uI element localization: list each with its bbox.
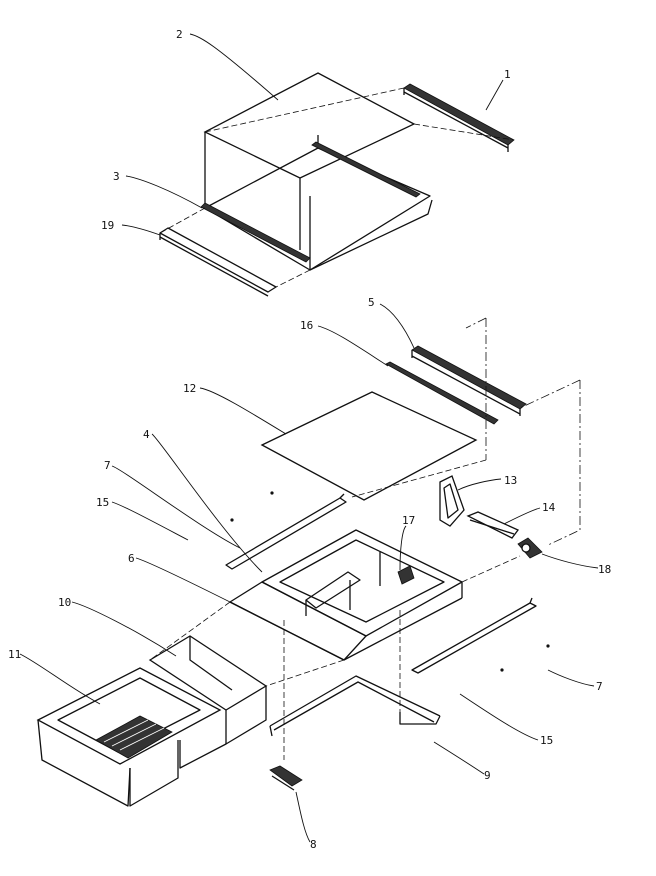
part-11-front-drawer <box>36 667 222 807</box>
part-18-damper <box>517 537 543 559</box>
callout-label: 15 <box>540 734 553 747</box>
part-8-clip <box>269 765 303 791</box>
callout-label: 7 <box>596 680 603 693</box>
alignment-line <box>275 269 311 288</box>
callout-label: 2 <box>176 28 183 41</box>
part-16-rod <box>385 361 499 425</box>
part-5-rear-rail <box>411 345 527 416</box>
lower-assembly <box>36 317 581 807</box>
callout-label: 14 <box>542 501 556 514</box>
part-12-cover-glass <box>260 391 478 501</box>
callout-label: 17 <box>402 514 415 527</box>
alignment-line <box>461 555 521 583</box>
upper-shelf-assembly <box>159 72 515 297</box>
callout-label: 7 <box>104 459 111 472</box>
callout-label: 6 <box>128 552 135 565</box>
callout-label: 13 <box>504 474 517 487</box>
part-14-damper-link <box>466 511 520 539</box>
alignment-line <box>547 380 581 546</box>
callout-label: 18 <box>598 563 611 576</box>
part-9-wire-support <box>269 675 441 737</box>
callout-label: 11 <box>8 648 21 661</box>
callout-label: 12 <box>183 382 196 395</box>
callout-label: 15 <box>96 496 109 509</box>
callout-label: 4 <box>143 428 150 441</box>
part-13-control-housing <box>439 475 465 527</box>
part-3-front-trim <box>200 202 311 263</box>
alignment-line <box>265 659 345 687</box>
callout-label: 8 <box>310 838 317 851</box>
callout-label: 3 <box>113 170 120 183</box>
alignment-line <box>149 601 231 661</box>
part-1-rear-rail <box>311 83 515 198</box>
alignment-line <box>204 87 405 133</box>
callout-label: 1 <box>504 68 511 81</box>
callout-label: 5 <box>368 296 375 309</box>
part-10-rear-drawer <box>148 635 268 769</box>
part-19-front-rail <box>159 227 277 297</box>
drawer-grille <box>95 715 173 759</box>
part-7-right-side-rail <box>411 597 550 674</box>
callout-label: 10 <box>58 596 71 609</box>
alignment-line <box>519 379 581 409</box>
leader-lines <box>19 33 599 843</box>
alignment-line <box>351 459 487 498</box>
callout-label: 16 <box>300 319 313 332</box>
alignment-line <box>465 317 487 329</box>
callout-label: 19 <box>101 219 114 232</box>
callout-labels: 1 2 3 19 5 16 12 4 7 15 13 14 17 18 6 10… <box>8 28 611 851</box>
part-7-left-side-rail <box>225 491 347 570</box>
alignment-line <box>413 123 515 141</box>
callout-label: 9 <box>484 769 491 782</box>
